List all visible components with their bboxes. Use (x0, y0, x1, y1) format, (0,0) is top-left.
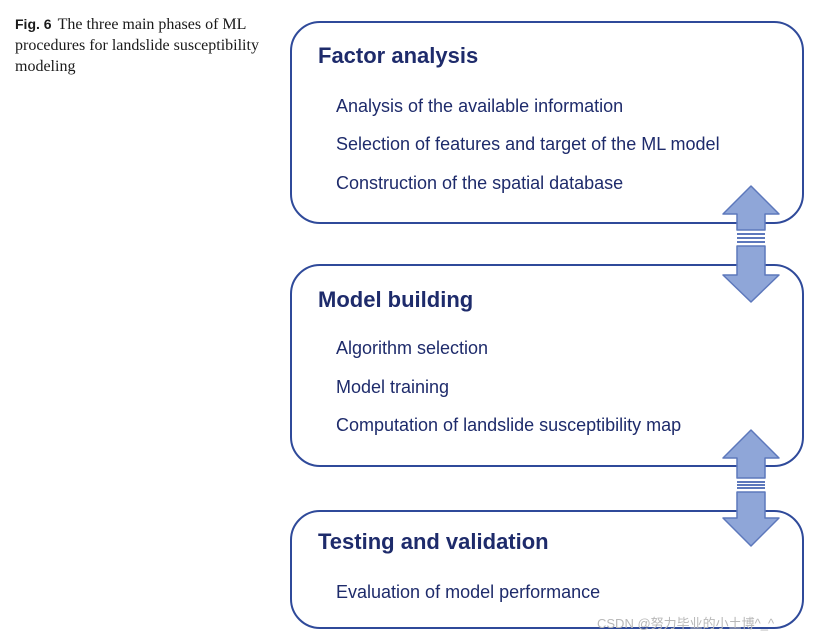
figure-caption-text: The three main phases of ML procedures f… (15, 16, 259, 75)
phase-item: Construction of the spatial database (336, 173, 624, 193)
phase-title: Model building (318, 287, 474, 312)
phase-box-factor-analysis: Factor analysis Analysis of the availabl… (290, 21, 804, 224)
double-arrow-icon (722, 429, 780, 547)
phase-box-testing-validation: Testing and validation Evaluation of mod… (290, 510, 804, 629)
phase-item: Model training (336, 377, 450, 397)
watermark: CSDN @努力毕业的小土博^_^ (597, 616, 775, 631)
phase-title: Factor analysis (318, 43, 479, 68)
phase-item: Evaluation of model performance (336, 582, 601, 602)
phase-item: Analysis of the available information (336, 96, 624, 116)
phase-box-model-building: Model building Algorithm selection Model… (290, 264, 804, 467)
phase-title: Testing and validation (318, 529, 549, 554)
phase-item: Computation of landslide susceptibility … (336, 415, 682, 435)
phase-item: Selection of features and target of the … (336, 134, 720, 154)
phase-item: Algorithm selection (336, 338, 489, 358)
double-arrow-icon (722, 185, 780, 303)
figure-label: Fig. 6 (15, 16, 52, 32)
